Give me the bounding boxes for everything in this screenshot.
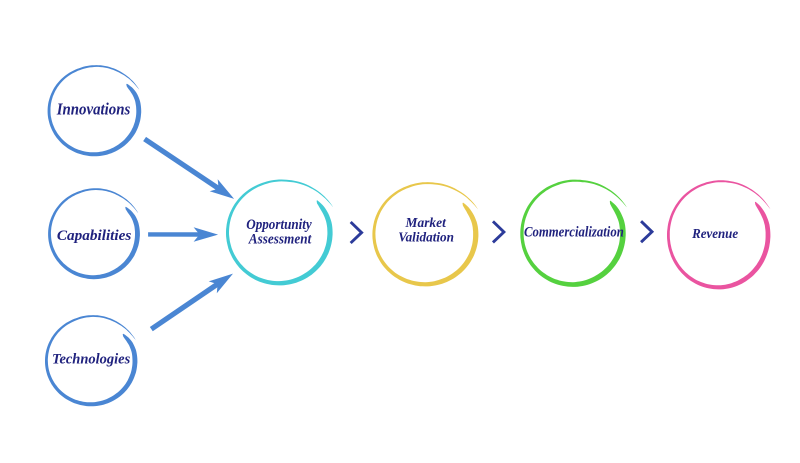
svg-text:Technologies: Technologies (52, 352, 131, 368)
svg-text:Validation: Validation (398, 229, 454, 244)
svg-text:Commercialization: Commercialization (524, 225, 624, 241)
svg-text:Market: Market (405, 215, 447, 230)
svg-text:Opportunity: Opportunity (246, 217, 312, 233)
svg-text:Capabilities: Capabilities (57, 227, 132, 244)
svg-text:Assessment: Assessment (248, 231, 312, 247)
svg-text:Innovations: Innovations (56, 99, 130, 118)
svg-text:Revenue: Revenue (691, 226, 738, 241)
